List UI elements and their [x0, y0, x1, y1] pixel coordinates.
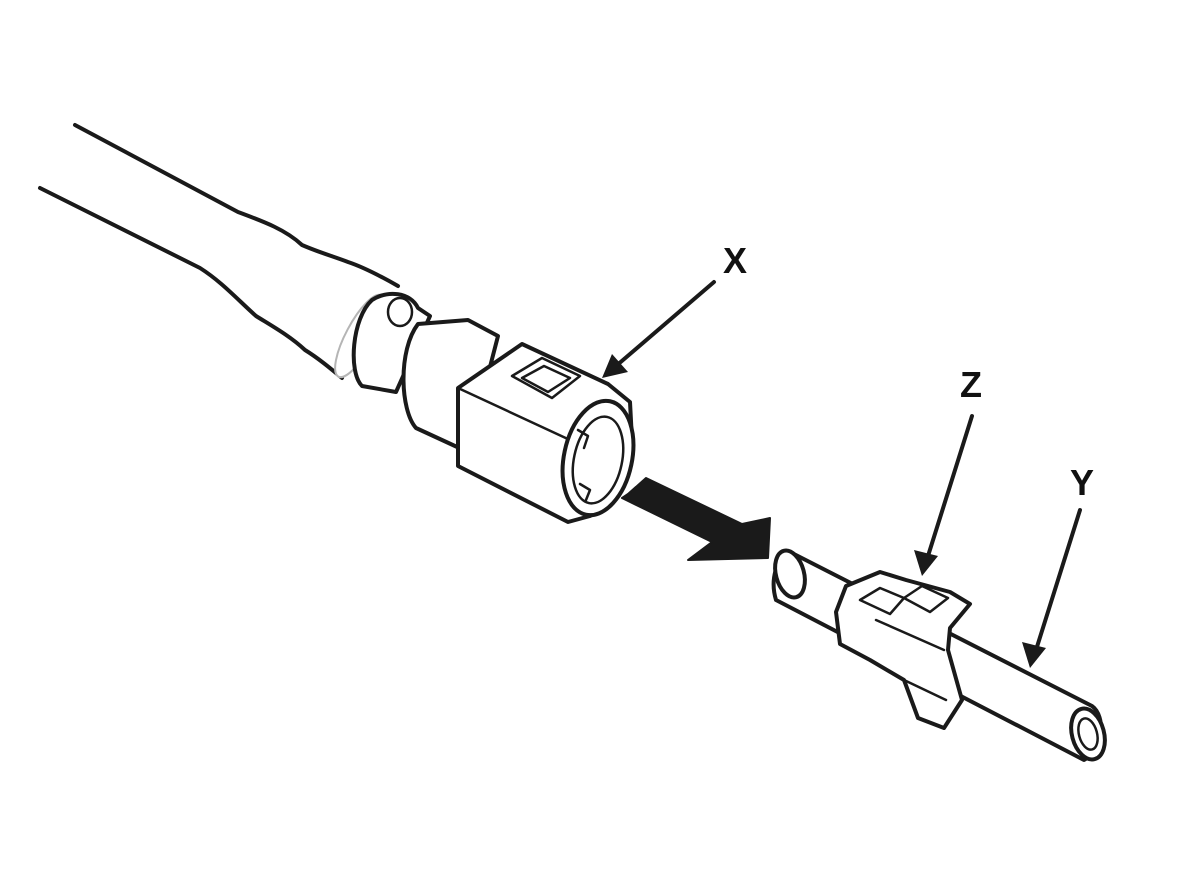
callout-arrow-z — [914, 414, 974, 576]
hose — [38, 123, 400, 380]
quick-connector-x — [456, 342, 636, 524]
callout-arrow-x — [602, 280, 716, 378]
hose-collar — [334, 291, 432, 394]
retainer-clip-z — [834, 570, 972, 730]
direction-arrow — [621, 477, 771, 561]
callout-arrow-y — [1022, 508, 1082, 668]
label-z: Z — [960, 364, 982, 405]
label-x: X — [723, 240, 747, 281]
label-y: Y — [1070, 462, 1094, 503]
